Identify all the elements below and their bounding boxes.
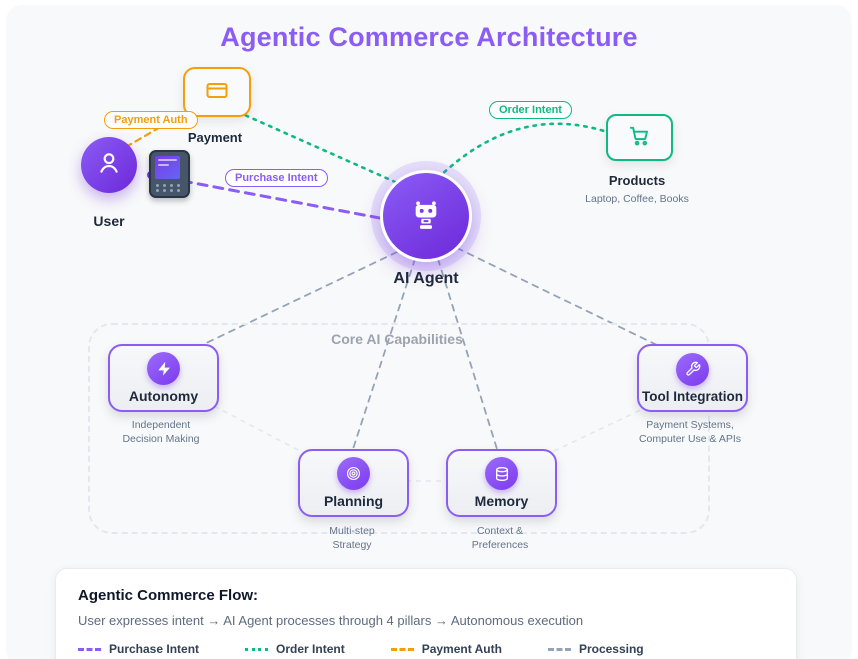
target-icon	[337, 457, 370, 490]
zap-icon	[147, 352, 180, 385]
pillar-memory: Memory	[446, 449, 557, 517]
legend-label: Purchase Intent	[109, 642, 200, 656]
pillar-planning-subtitle: Multi-step Strategy	[329, 525, 375, 552]
pillar-tool-integration-subtitle: Payment Systems, Computer Use & APIs	[638, 419, 742, 446]
wrench-icon	[676, 352, 709, 386]
legend-item-payment-auth: Payment Auth	[390, 642, 502, 656]
smartphone-icon	[149, 150, 190, 198]
legend-label: Order Intent	[276, 642, 345, 656]
flow-panel: Agentic Commerce Flow: User expresses in…	[55, 568, 797, 659]
order-intent-swatch	[245, 647, 269, 651]
database-icon	[485, 457, 518, 490]
payment-auth-pill: Payment Auth	[104, 111, 198, 129]
flow-panel-title: Agentic Commerce Flow:	[78, 587, 259, 604]
pillar-planning-label: Planning	[323, 493, 384, 509]
order-intent-pill: Order Intent	[489, 101, 572, 119]
purchase-intent-pill: Purchase Intent	[225, 169, 328, 187]
legend-item-order-intent: Order Intent	[245, 642, 345, 656]
legend: Purchase Intent Order Intent Payment Aut…	[78, 642, 774, 656]
shopping-cart-icon	[628, 124, 651, 152]
user-label: User	[93, 213, 125, 229]
pillar-memory-label: Memory	[474, 493, 529, 509]
phone-screen	[155, 156, 180, 179]
payment-auth-swatch	[390, 647, 414, 651]
legend-item-purchase-intent: Purchase Intent	[78, 642, 199, 656]
phone-keypad	[156, 184, 182, 192]
pillar-autonomy-label: Autonomy	[128, 388, 199, 404]
user-icon	[96, 150, 122, 181]
products-label: Products	[608, 173, 666, 188]
pillar-tool-integration: Tool Integration	[637, 344, 748, 412]
payment-node	[183, 67, 251, 117]
purchase-intent-swatch	[78, 647, 101, 651]
legend-label: Processing	[578, 642, 644, 656]
legend-item-processing: Processing	[547, 642, 644, 656]
pillar-tool-integration-label: Tool Integration	[642, 388, 743, 404]
ai-agent-label: AI Agent	[393, 270, 459, 287]
credit-card-icon	[205, 78, 229, 107]
products-subtitle: Laptop, Coffee, Books	[585, 193, 689, 205]
pillar-memory-subtitle: Context & Preferences	[471, 525, 529, 552]
pillar-autonomy-subtitle: Independent Decision Making	[122, 419, 200, 446]
pillar-planning: Planning	[298, 449, 409, 517]
ai-agent-node	[371, 161, 481, 271]
flow-panel-description: User expresses intent → AI Agent process…	[78, 613, 584, 628]
pillar-autonomy: Autonomy	[108, 344, 219, 412]
robot-icon	[407, 195, 445, 238]
user-node	[81, 137, 137, 193]
processing-swatch	[547, 647, 571, 651]
ai-agent-core	[380, 170, 472, 262]
legend-label: Payment Auth	[421, 642, 502, 656]
products-node	[606, 114, 673, 161]
page-title: Agentic Commerce Architecture	[220, 22, 638, 52]
payment-label: Payment	[187, 130, 243, 145]
